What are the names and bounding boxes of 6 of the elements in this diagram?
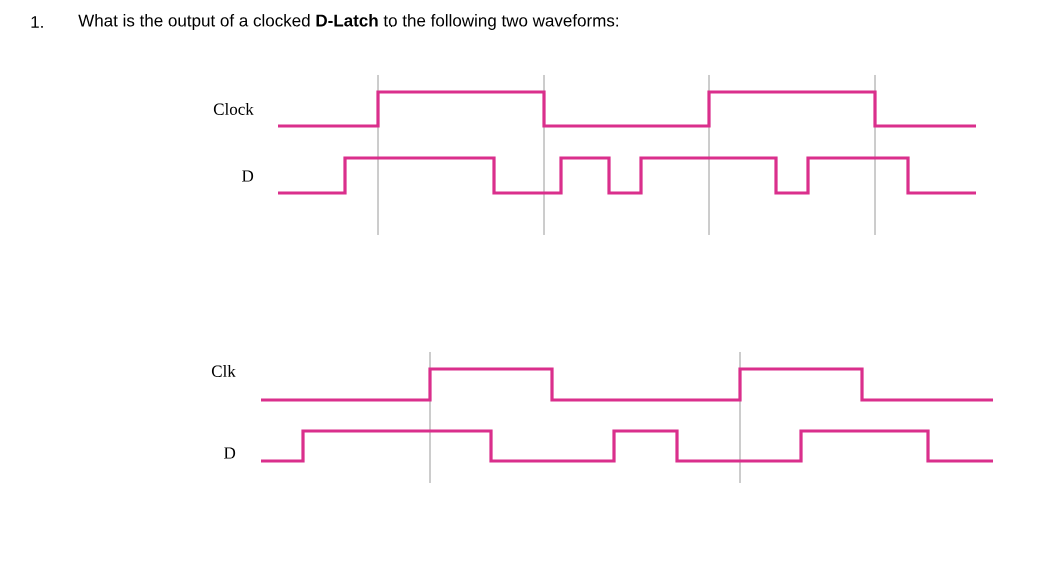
signal-label: D <box>224 447 236 459</box>
question-number: 1. <box>31 16 43 28</box>
signal-label: Clock <box>213 103 254 115</box>
question-text: What is the output of a clocked D-Latch to the following two waveforms: <box>78 14 618 30</box>
signal-label: Clk <box>211 365 236 377</box>
signal-label: D <box>242 170 254 182</box>
